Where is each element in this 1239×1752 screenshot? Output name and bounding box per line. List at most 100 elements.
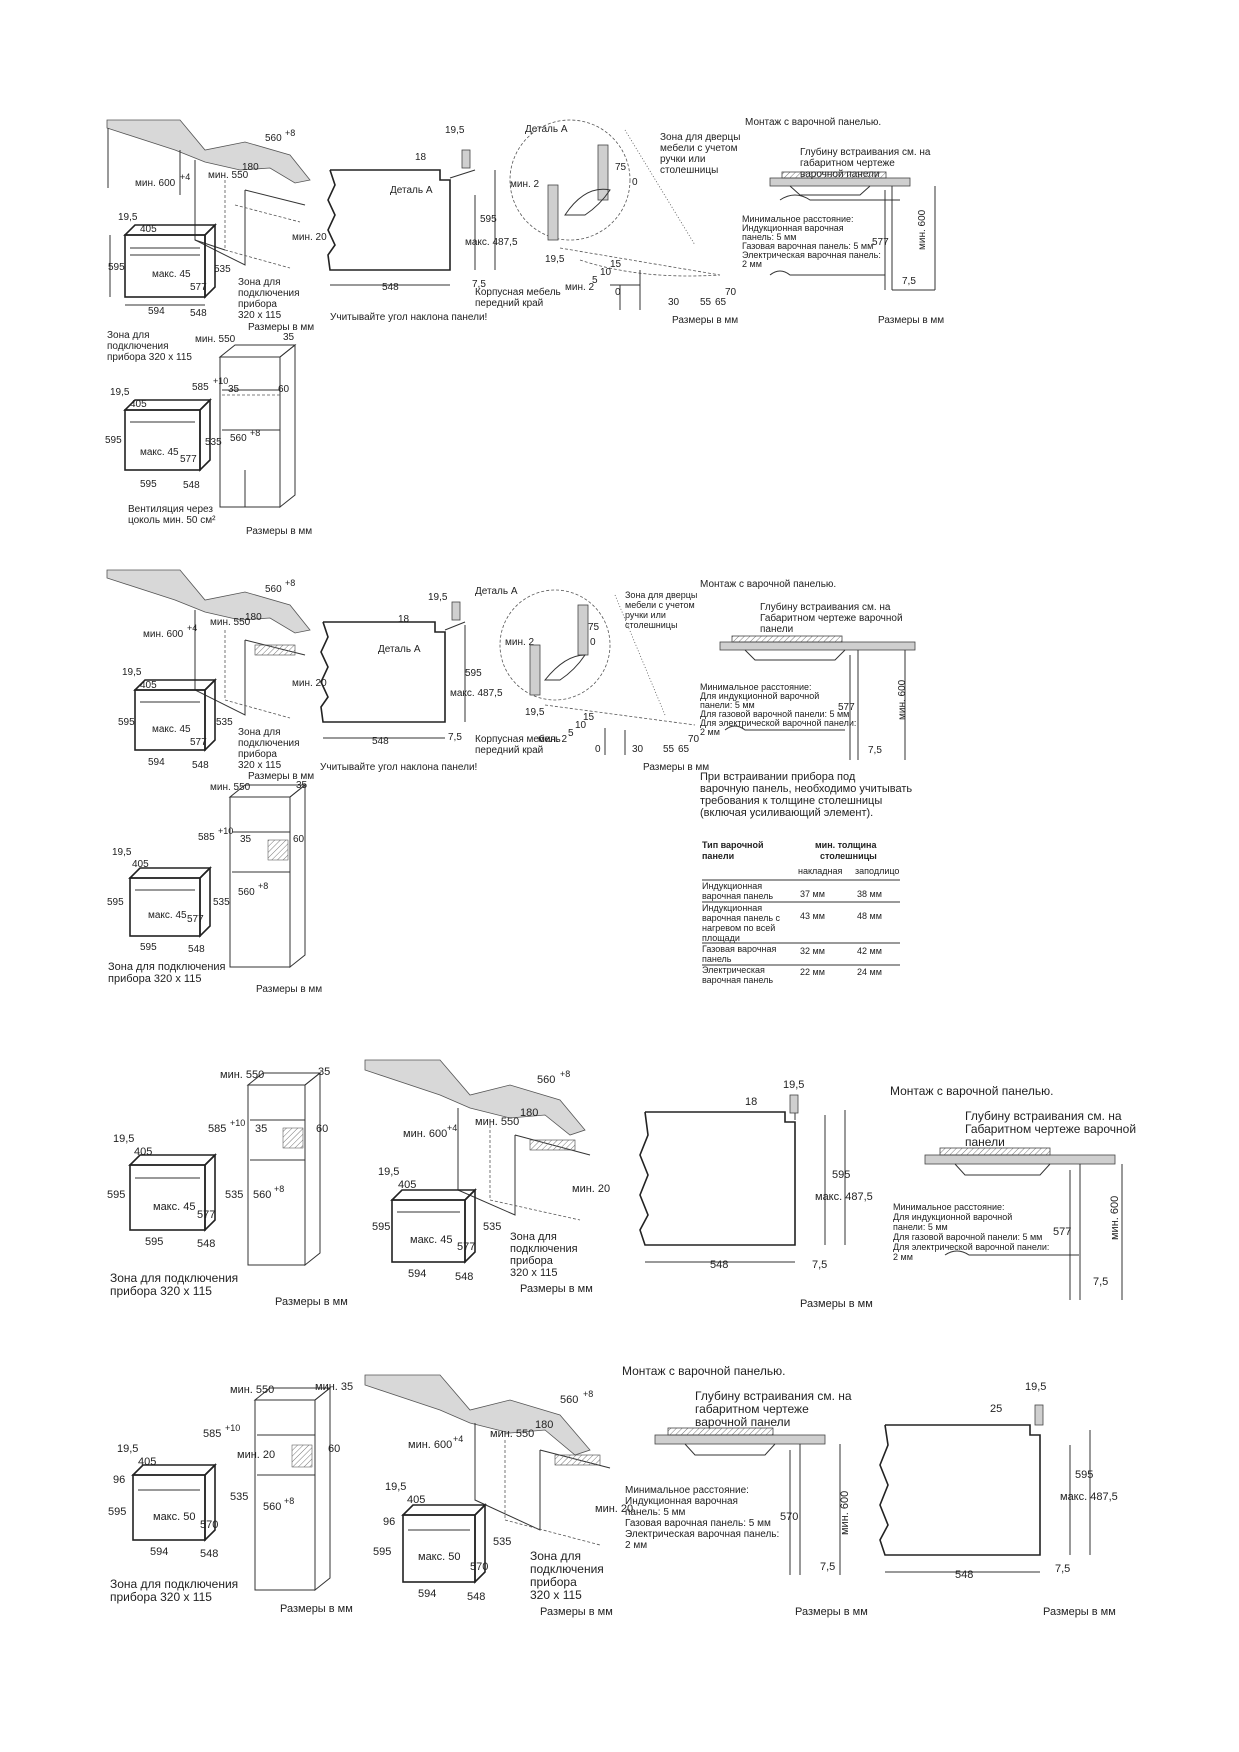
table-row-2-overlay: 43 мм <box>800 911 825 921</box>
dim-70-s2: 70 <box>688 734 700 745</box>
hob-mount-diagram-s2 <box>719 635 916 760</box>
hob-mount-title-s3: Монтаж с варочной панелью. <box>890 1084 1053 1098</box>
hob-mount-title-s2: Монтаж с варочной панелью. <box>700 579 836 590</box>
dim-600-tol-s4: +4 <box>453 1434 463 1444</box>
dim-30: 30 <box>668 297 680 308</box>
dim-18-s3: 18 <box>745 1096 757 1108</box>
dim-405-s2: 405 <box>140 680 157 691</box>
dim-min-35-s4: мин. 35 <box>315 1381 353 1393</box>
dim-585-s4: 585 <box>203 1428 221 1440</box>
dim-19-5-b: 19,5 <box>110 387 130 398</box>
dim-560-s3: 560 <box>537 1074 555 1086</box>
dim-560-s3-cab: 560 <box>253 1189 271 1201</box>
dim-535-b-s2: 535 <box>213 897 230 908</box>
dim-560-tolerance: +8 <box>285 128 295 138</box>
dim-min-600-s3: мин. 600 <box>403 1128 447 1140</box>
dim-405-s4b: 405 <box>407 1494 425 1506</box>
dim-70: 70 <box>725 287 737 298</box>
hob-mount-title: Монтаж с варочной панелью. <box>745 117 881 128</box>
counter-niche-perspective <box>106 119 311 269</box>
dim-19-5-s4: 19,5 <box>117 1443 138 1455</box>
dim-19-5-side-s4: 19,5 <box>1025 1381 1046 1393</box>
dim-577-hob-s2: 577 <box>838 702 855 713</box>
dim-595-side-s3: 595 <box>832 1169 850 1181</box>
dim-max-50-s4: макс. 50 <box>153 1511 195 1523</box>
dim-535-s3b: 535 <box>483 1221 501 1233</box>
dim-75-s2: 75 <box>588 622 600 633</box>
dim-594-s4: 594 <box>150 1546 168 1558</box>
counter-niche-s4 <box>364 1374 611 1546</box>
dim-0-b: 0 <box>615 287 621 298</box>
dim-577-b: 577 <box>180 454 197 465</box>
dim-595-side-s2: 595 <box>465 668 482 679</box>
detail-a-circle-s2 <box>499 589 696 755</box>
oven-side-section-s3 <box>639 1094 846 1263</box>
table-row-3-overlay: 32 мм <box>800 946 825 956</box>
dim-405-b: 405 <box>130 399 147 410</box>
dim-585-tolerance: +10 <box>213 376 228 386</box>
dim-180-s4: 180 <box>535 1419 553 1431</box>
dim-487-5-s2: макс. 487,5 <box>450 688 503 699</box>
detail-a-label-s2-2: Деталь A <box>475 586 518 597</box>
dim-600-tol-s3: +4 <box>447 1123 457 1133</box>
section-2: 560 +8 мин. 600 +4 мин. 550 180 мин. 20 … <box>106 569 916 995</box>
dim-75: 75 <box>615 162 627 173</box>
dim-180: 180 <box>242 162 259 173</box>
dim-19-5: 19,5 <box>118 212 138 223</box>
dim-35-s3: 35 <box>318 1066 330 1078</box>
dim-594-s2: 594 <box>148 757 165 768</box>
dim-19-5-b-s2: 19,5 <box>112 847 132 858</box>
units-caption-4: Размеры в мм <box>246 526 312 537</box>
oven-front-view-2-s2 <box>128 866 212 938</box>
oven-side-section-s2 <box>320 601 466 739</box>
dim-19-5-detail-s2: 19,5 <box>525 707 545 718</box>
dim-min-600-vert-s2: мин. 600 <box>897 679 908 720</box>
oven-front-view-s4 <box>131 1463 217 1542</box>
dim-548-s3: 548 <box>197 1238 215 1250</box>
dim-65-s2: 65 <box>678 744 690 755</box>
dim-595-s3: 595 <box>107 1189 125 1201</box>
oven-side-section-s4 <box>879 1404 1091 1573</box>
dim-65: 65 <box>715 297 727 308</box>
table-row-2-flush: 48 мм <box>857 911 882 921</box>
table-subheader-flush: заподлицо <box>855 866 899 876</box>
dim-548-side: 548 <box>382 282 399 293</box>
dim-577-s3b: 577 <box>457 1241 475 1253</box>
dim-560-cab-tolerance: +8 <box>250 428 260 438</box>
dim-7-5-side-s4: 7,5 <box>1055 1563 1070 1575</box>
section-3: мин. 550 35 585 +10 35 60 560 +8 19,5 40… <box>107 1059 1136 1310</box>
dim-min-550-s3: мин. 550 <box>220 1069 264 1081</box>
dim-570-hob-s4: 570 <box>780 1511 798 1523</box>
dim-487-5-s3: макс. 487,5 <box>815 1191 873 1203</box>
dim-19-5-side-s3: 19,5 <box>783 1079 804 1091</box>
dim-560-s4: 560 <box>560 1394 578 1406</box>
dim-585-s2: 585 <box>198 832 215 843</box>
units-caption-2: Размеры в мм <box>672 315 738 326</box>
dim-35-cab: 35 <box>283 332 295 343</box>
dim-577-s3: 577 <box>197 1209 215 1221</box>
dim-595-b: 595 <box>105 435 122 446</box>
dim-595-side-s4: 595 <box>1075 1469 1093 1481</box>
dim-35-inner-s2: 35 <box>240 834 252 845</box>
min-distance: Минимальное расстояние:Индукционная варо… <box>742 214 881 269</box>
dim-535: 535 <box>214 264 231 275</box>
dim-35-inner-s3: 35 <box>255 1123 267 1135</box>
dim-7-5-hob-s4: 7,5 <box>820 1561 835 1573</box>
dim-min-20-s3: мин. 20 <box>572 1183 610 1195</box>
tall-cabinet-perspective <box>218 343 297 509</box>
dim-595-s4: 595 <box>108 1506 126 1518</box>
units-caption-s3: Размеры в мм <box>275 1296 348 1308</box>
dim-max-45: макс. 45 <box>152 269 191 280</box>
dim-35-cab-s2: 35 <box>296 780 308 791</box>
